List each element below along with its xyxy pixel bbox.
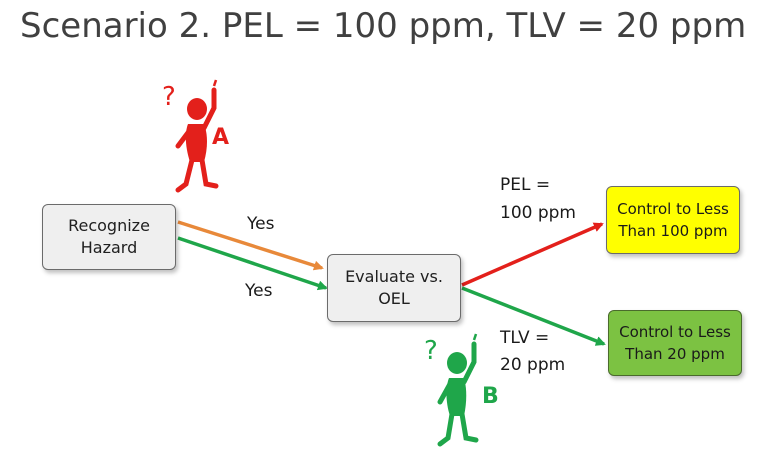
evaluate-oel-label: Evaluate vs. OEL (345, 267, 443, 308)
tlv-label-line1: TLV = (500, 328, 550, 348)
control-pel-box: Control to Less Than 100 ppm (606, 186, 740, 254)
arrow-pel-red (461, 222, 604, 287)
person-b-figure (437, 333, 479, 447)
question-mark-a: ? (162, 82, 176, 112)
yes-label-bottom: Yes (245, 281, 273, 301)
evaluate-oel-box: Evaluate vs. OEL (327, 254, 461, 322)
person-a-figure (175, 79, 219, 193)
control-tlv-label: Control to Less Than 20 ppm (619, 323, 731, 363)
arrow-yes-orange (177, 220, 324, 271)
arrow-yes-green (177, 236, 328, 291)
figure-a-letter: A (212, 125, 230, 150)
question-mark-b: ? (424, 336, 438, 366)
control-pel-label: Control to Less Than 100 ppm (617, 200, 729, 240)
pel-label-line1: PEL = (500, 175, 551, 195)
tlv-label-line2: 20 ppm (500, 355, 566, 375)
arrow-tlv-green (461, 286, 606, 346)
slide-title: Scenario 2. PEL = 100 ppm, TLV = 20 ppm (20, 6, 747, 46)
figure-b-letter: B (482, 384, 499, 409)
control-tlv-box: Control to Less Than 20 ppm (608, 310, 742, 376)
yes-label-top: Yes (247, 214, 275, 234)
recognize-hazard-label: Recognize Hazard (68, 216, 150, 257)
recognize-hazard-box: Recognize Hazard (42, 204, 176, 270)
pel-label-line2: 100 ppm (500, 203, 576, 223)
